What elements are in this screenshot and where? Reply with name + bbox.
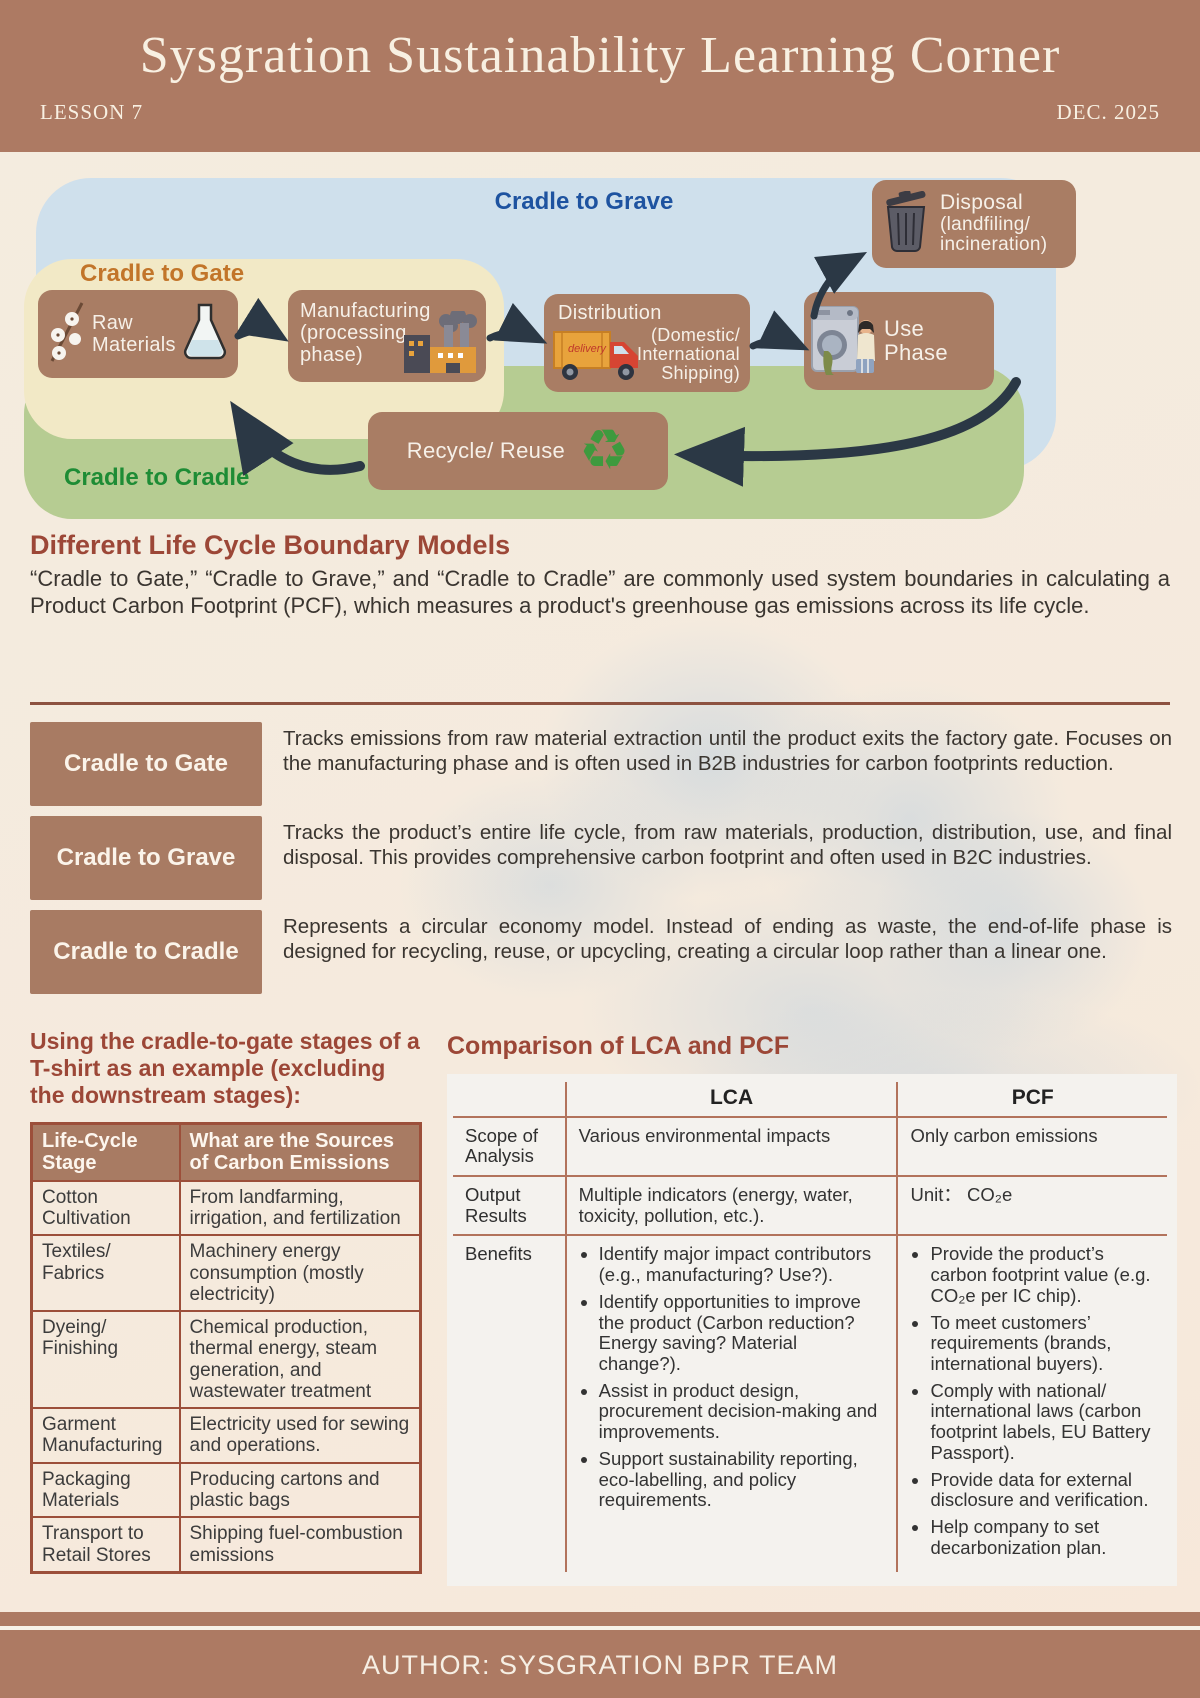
truck-icon: delivery xyxy=(552,326,644,387)
tshirt-col-stage: Life-Cycle Stage xyxy=(30,1122,181,1182)
factory-icon xyxy=(400,308,480,378)
table-row: Garment Manufacturing Electricity used f… xyxy=(30,1407,422,1464)
benefits-pcf-list: Provide the product’s carbon footprint v… xyxy=(910,1244,1155,1558)
scope-pcf-cell: Only carbon emissions xyxy=(896,1116,1167,1177)
row-label-output: Output Results xyxy=(453,1175,566,1237)
node-manufacturing-sub: (processing phase) xyxy=(300,322,407,366)
stage-cell: Transport to Retail Stores xyxy=(30,1516,181,1574)
row-label-benefits: Benefits xyxy=(465,1243,532,1265)
tshirt-table: Life-Cycle Stage What are the Sources of… xyxy=(30,1122,422,1574)
issue-date: DEC. 2025 xyxy=(1056,100,1160,124)
divider-rule xyxy=(30,702,1170,705)
source-cell: Chemical production, thermal energy, ste… xyxy=(178,1310,422,1410)
node-use-phase-label: Use Phase xyxy=(884,315,948,365)
boundary-section-intro: “Cradle to Gate,” “Cradle to Grave,” and… xyxy=(30,566,1170,618)
scope-lca-cell: Various environmental impacts xyxy=(564,1116,898,1177)
def-text-cradle-to-grave: Tracks the product’s entire life cycle, … xyxy=(283,821,1172,869)
page-title: Sysgration Sustainability Learning Corne… xyxy=(139,27,1061,84)
cotton-icon xyxy=(46,301,86,368)
washing-machine-icon xyxy=(810,301,876,382)
scope-row: Scope of Analysis Various environmental … xyxy=(453,1116,1167,1177)
benefits-lca-cell: Identify major impact contributors (e.g.… xyxy=(564,1235,898,1573)
flask-icon xyxy=(182,302,228,367)
list-item: Identify opportunities to improve the pr… xyxy=(599,1291,885,1375)
table-row: Dyeing/ Finishing Chemical production, t… xyxy=(30,1310,422,1410)
node-raw-materials-label: Raw Materials xyxy=(92,312,176,356)
list-item: Provide the product’s carbon footprint v… xyxy=(930,1244,1155,1306)
trash-icon xyxy=(880,189,932,258)
lesson-number: LESSON 7 xyxy=(40,100,144,124)
list-item: To meet customers’ requirements (brands,… xyxy=(930,1312,1155,1375)
pcf-column-header: PCF xyxy=(896,1082,1167,1118)
output-row: Output Results Multiple indicators (ener… xyxy=(453,1175,1167,1237)
list-item: Provide data for external disclosure and… xyxy=(930,1469,1155,1511)
node-distribution: Distribution (Domestic/ International Sh… xyxy=(544,294,750,392)
source-cell: Shipping fuel-combustion emissions xyxy=(178,1516,422,1574)
node-use-phase: Use Phase xyxy=(804,292,994,390)
stage-cell: Garment Manufacturing xyxy=(30,1407,181,1464)
def-label-cradle-to-cradle: Cradle to Cradle xyxy=(30,910,262,994)
node-manufacturing-label: Manufacturing xyxy=(300,300,431,322)
node-recycle-label: Recycle/ Reuse xyxy=(406,437,566,463)
node-manufacturing: Manufacturing (processing phase) xyxy=(288,290,486,382)
source-cell: Machinery energy consumption (mostly ele… xyxy=(178,1234,422,1313)
comparison-header-row: LCA PCF xyxy=(453,1082,1167,1118)
source-cell: From landfarming, irrigation, and fertil… xyxy=(178,1179,422,1237)
table-row: Transport to Retail Stores Shipping fuel… xyxy=(30,1516,422,1574)
table-row: Textiles/ Fabrics Machinery energy consu… xyxy=(30,1234,422,1313)
node-disposal: Disposal (landfiling/ incineration) xyxy=(872,180,1076,268)
comparison-table-panel: LCA PCF Scope of Analysis Various enviro… xyxy=(447,1074,1177,1587)
cradle-to-grave-label: Cradle to Grave xyxy=(494,188,674,215)
recycle-icon: ♻ xyxy=(579,418,630,483)
node-disposal-label: Disposal xyxy=(940,191,1023,215)
cradle-to-cradle-label: Cradle to Cradle xyxy=(64,464,250,491)
boundary-section-heading: Different Life Cycle Boundary Models xyxy=(30,530,511,560)
page-header: Sysgration Sustainability Learning Corne… xyxy=(0,0,1200,152)
lifecycle-diagram: Cradle to Grave Cradle to Gate Cradle to… xyxy=(24,164,1176,520)
def-text-cradle-to-gate: Tracks emissions from raw material extra… xyxy=(283,727,1172,775)
tshirt-table-header-row: Life-Cycle Stage What are the Sources of… xyxy=(30,1122,422,1182)
comparison-section-heading: Comparison of LCA and PCF xyxy=(447,1032,790,1060)
list-item: Identify major impact contributors (e.g.… xyxy=(599,1243,885,1285)
cloud-blob xyxy=(400,770,700,1000)
comparison-table: LCA PCF Scope of Analysis Various enviro… xyxy=(453,1082,1167,1573)
def-label-cradle-to-grave: Cradle to Grave xyxy=(30,816,262,900)
node-raw-materials: Raw Materials xyxy=(38,290,238,378)
node-disposal-sub: (landfiling/ incineration) xyxy=(940,213,1048,256)
list-item: Support sustainability reporting, eco-la… xyxy=(599,1448,885,1511)
lca-column-header: LCA xyxy=(564,1082,898,1118)
truck-delivery-text: delivery xyxy=(568,343,607,355)
stage-cell: Cotton Cultivation xyxy=(30,1179,181,1237)
page-footer: AUTHOR: SYSGRATION BPR TEAM xyxy=(0,1612,1200,1698)
def-text-cradle-to-cradle: Represents a circular economy model. Ins… xyxy=(283,915,1172,963)
source-cell: Producing cartons and plastic bags xyxy=(178,1461,422,1519)
stage-cell: Dyeing/ Finishing xyxy=(30,1310,181,1410)
output-lca-cell: Multiple indicators (energy, water, toxi… xyxy=(564,1175,898,1237)
node-recycle-reuse: Recycle/ Reuse ♻ xyxy=(368,412,668,490)
list-item: Comply with national/ international laws… xyxy=(930,1380,1155,1464)
footer-author: AUTHOR: SYSGRATION BPR TEAM xyxy=(361,1650,839,1680)
node-distribution-label: Distribution xyxy=(558,302,662,324)
def-label-cradle-to-gate: Cradle to Gate xyxy=(30,722,262,806)
output-pcf-cell: Unit： CO₂e xyxy=(896,1175,1167,1237)
table-row: Cotton Cultivation From landfarming, irr… xyxy=(30,1179,422,1237)
row-label-scope: Scope of Analysis xyxy=(453,1116,566,1177)
tshirt-col-sources: What are the Sources of Carbon Emissions xyxy=(178,1122,422,1182)
source-cell: Electricity used for sewing and operatio… xyxy=(178,1407,422,1464)
list-item: Assist in product design, procurement de… xyxy=(599,1380,885,1443)
tshirt-section-heading: Using the cradle-to-gate stages of a T-s… xyxy=(30,1028,420,1109)
table-row: Packaging Materials Producing cartons an… xyxy=(30,1461,422,1519)
benefits-lca-list: Identify major impact contributors (e.g.… xyxy=(579,1243,885,1511)
empty-corner-cell xyxy=(453,1082,566,1118)
benefits-row: Benefits Identify major impact contribut… xyxy=(453,1235,1167,1573)
list-item: Help company to set decarbonization plan… xyxy=(930,1516,1155,1558)
cradle-to-gate-label: Cradle to Gate xyxy=(80,260,245,287)
stage-cell: Packaging Materials xyxy=(30,1461,181,1519)
footer-divider-line xyxy=(0,1626,1200,1630)
benefits-pcf-cell: Provide the product’s carbon footprint v… xyxy=(896,1235,1167,1573)
stage-cell: Textiles/ Fabrics xyxy=(30,1234,181,1313)
